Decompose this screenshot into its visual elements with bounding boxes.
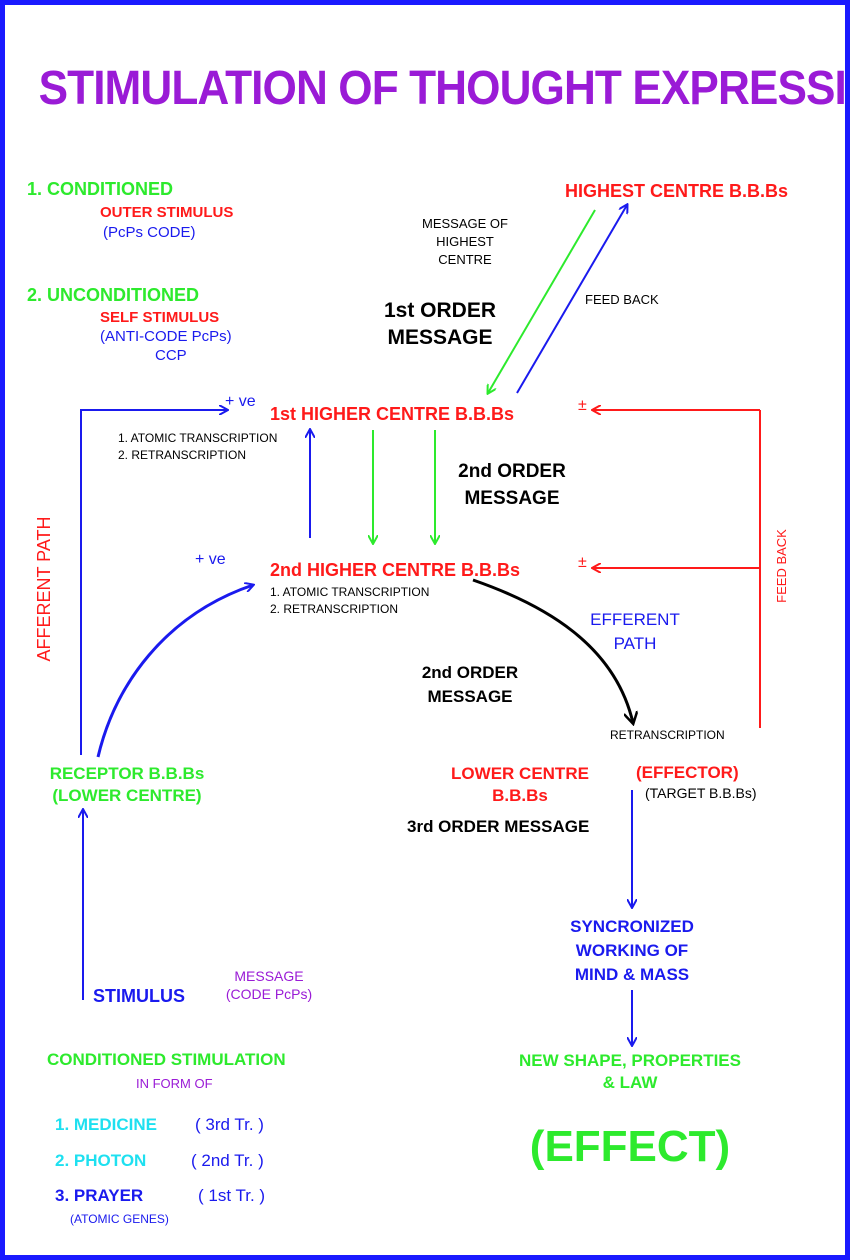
message-of-highest-line-1: MESSAGE OF xyxy=(422,216,508,231)
transcription-list-1: 1. ATOMIC TRANSCRIPTION 2. RETRANSCRIPTI… xyxy=(118,430,277,464)
transcription-2-line-2: 2. RETRANSCRIPTION xyxy=(270,602,399,616)
feedback-up-arrow xyxy=(516,205,627,394)
unconditioned-heading: 2. UNCONDITIONED xyxy=(27,285,200,305)
afferent-path-line xyxy=(80,410,227,755)
second-order-message-b: 2nd ORDER MESSAGE xyxy=(400,661,540,709)
syncronized-line-2: WORKING OF xyxy=(575,941,689,960)
in-form-of-label: IN FORM OF xyxy=(136,1076,213,1091)
first-higher-centre-label: 1st HIGHER CENTRE B.B.Bs xyxy=(270,404,515,424)
form-prayer-label: 3. PRAYER xyxy=(55,1186,144,1205)
lower-centre-label: LOWER CENTRE B.B.Bs xyxy=(435,763,605,807)
message-code-line-1: MESSAGE xyxy=(234,968,304,984)
first-order-line-1: 1st ORDER xyxy=(383,299,497,322)
lower-centre-line-1: LOWER CENTRE xyxy=(451,764,589,783)
page-title: STIMULATION OF THOUGHT EXPRESSION xyxy=(38,62,850,115)
efferent-path-line-1: EFFERENT xyxy=(590,610,680,629)
ccp-label: CCP xyxy=(155,347,187,364)
lower-centre-line-2: B.B.Bs xyxy=(492,786,548,805)
retranscription-label: RETRANSCRIPTION xyxy=(610,728,725,742)
anti-code-label: (ANTI-CODE PcPs) xyxy=(100,328,232,345)
third-order-message: 3rd ORDER MESSAGE xyxy=(407,817,590,836)
highest-message-arrow xyxy=(488,209,596,393)
effector-label: (EFFECTOR) xyxy=(636,763,739,782)
transcription-2-line-1: 1. ATOMIC TRANSCRIPTION xyxy=(270,585,430,599)
receptor-to-second-centre-arrow xyxy=(96,585,253,758)
stimulus-label: STIMULUS xyxy=(93,986,185,1006)
message-code-line-2: (CODE PcPs) xyxy=(225,986,313,1002)
transcription-1-line-1: 1. ATOMIC TRANSCRIPTION xyxy=(118,431,278,445)
form-prayer-tr: ( 1st Tr. ) xyxy=(198,1186,266,1205)
form-medicine-label: 1. MEDICINE xyxy=(55,1115,158,1134)
highest-centre-label: HIGHEST CENTRE B.B.Bs xyxy=(565,181,789,201)
transcription-1-line-2: 2. RETRANSCRIPTION xyxy=(118,448,247,462)
first-order-message: 1st ORDER MESSAGE xyxy=(370,297,510,351)
syncronized-label: SYNCRONIZED WORKING OF MIND & MASS xyxy=(532,915,732,987)
receptor-line-1: RECEPTOR B.B.Bs xyxy=(49,764,205,783)
new-shape-line-2: & LAW xyxy=(602,1073,658,1092)
form-photon-tr: ( 2nd Tr. ) xyxy=(191,1151,264,1170)
feed-back-right-label: FEED BACK xyxy=(774,529,789,603)
message-of-highest-centre: MESSAGE OF HIGHEST CENTRE xyxy=(400,215,530,269)
atomic-genes-label: (ATOMIC GENES) xyxy=(70,1212,169,1226)
new-shape-line-1: NEW SHAPE, PROPERTIES xyxy=(519,1051,741,1070)
feed-back-top-label: FEED BACK xyxy=(585,292,659,307)
message-of-highest-line-2: HIGHEST xyxy=(436,234,494,249)
form-photon-label: 2. PHOTON xyxy=(55,1151,147,1170)
new-shape-label: NEW SHAPE, PROPERTIES & LAW xyxy=(485,1050,775,1094)
plus-ve-label-2: + ve xyxy=(195,551,226,568)
target-label: (TARGET B.B.Bs) xyxy=(645,785,757,801)
receptor-line-2: (LOWER CENTRE) xyxy=(52,786,202,805)
conditioned-stimulation-heading: CONDITIONED STIMULATION xyxy=(47,1050,286,1069)
form-medicine-tr: ( 3rd Tr. ) xyxy=(195,1115,264,1134)
plus-ve-label-1: + ve xyxy=(225,393,256,410)
transcription-list-2: 1. ATOMIC TRANSCRIPTION 2. RETRANSCRIPTI… xyxy=(270,584,429,618)
efferent-path-line-2: PATH xyxy=(613,634,657,653)
second-order-a-line-2: MESSAGE xyxy=(464,488,560,509)
self-stimulus-label: SELF STIMULUS xyxy=(100,309,220,326)
plus-minus-label-2: ± xyxy=(578,554,587,571)
message-of-highest-line-3: CENTRE xyxy=(438,252,492,267)
receptor-label: RECEPTOR B.B.Bs (LOWER CENTRE) xyxy=(27,763,227,807)
afferent-path-label: AFFERENT PATH xyxy=(34,516,54,662)
plus-minus-label-1: ± xyxy=(578,397,587,414)
message-code-label: MESSAGE (CODE PcPs) xyxy=(209,967,329,1003)
second-higher-centre-label: 2nd HIGHER CENTRE B.B.Bs xyxy=(270,560,521,580)
arrows-layer xyxy=(5,5,761,1255)
first-order-line-2: MESSAGE xyxy=(387,326,493,349)
conditioned-heading: 1. CONDITIONED xyxy=(27,179,174,199)
efferent-path-label: EFFERENT PATH xyxy=(575,608,695,656)
syncronized-line-3: MIND & MASS xyxy=(574,965,690,984)
second-order-a-line-1: 2nd ORDER xyxy=(458,461,566,482)
outer-stimulus-label: OUTER STIMULUS xyxy=(100,204,234,221)
syncronized-line-1: SYNCRONIZED xyxy=(570,917,694,936)
second-order-message-a: 2nd ORDER MESSAGE xyxy=(437,458,587,512)
pcps-code-label: (PcPs CODE) xyxy=(103,224,196,241)
second-order-b-line-1: 2nd ORDER xyxy=(421,663,519,682)
efferent-path-arrow xyxy=(472,578,633,723)
effect-label: (EFFECT) xyxy=(529,1122,731,1171)
second-order-b-line-2: MESSAGE xyxy=(427,687,513,706)
